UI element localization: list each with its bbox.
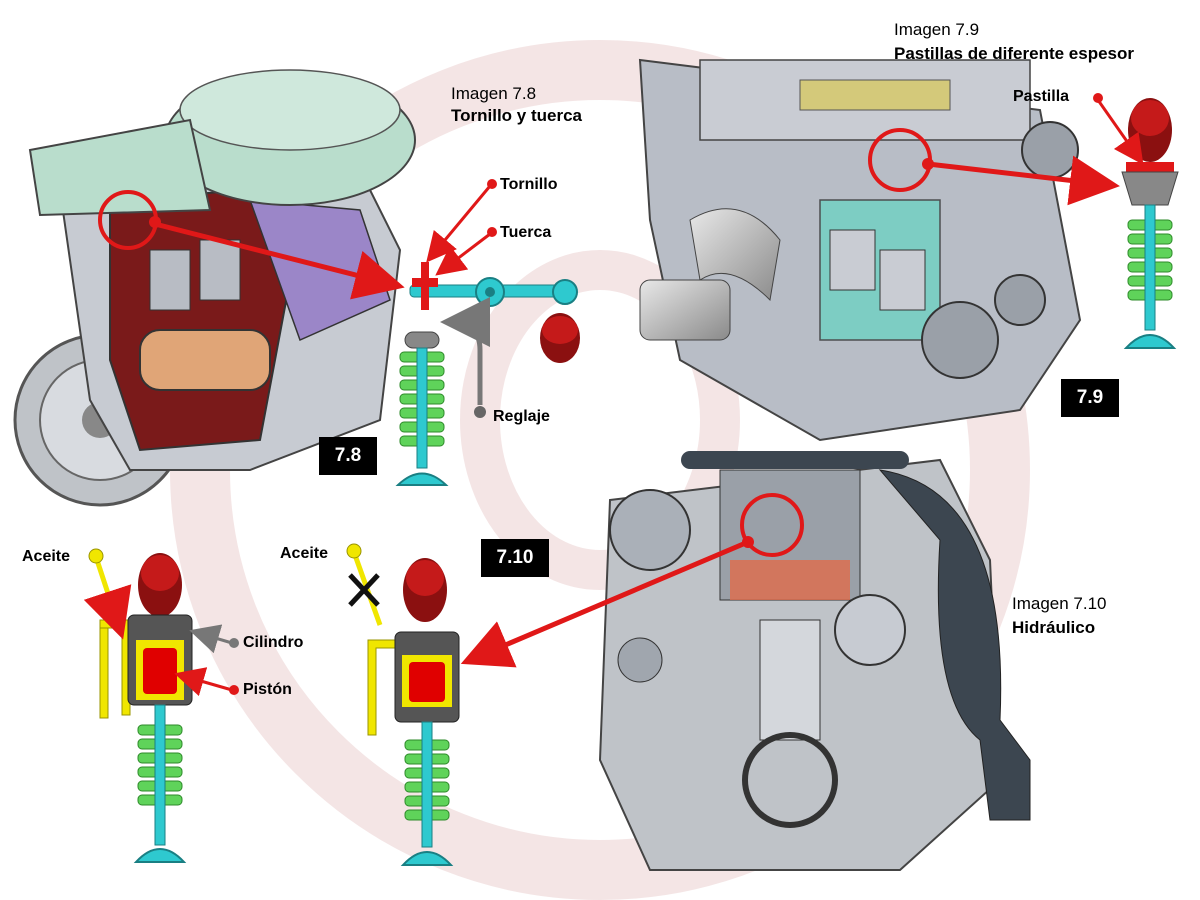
label-reglaje: Reglaje [493,408,550,425]
caption-7-9-title: Imagen 7.9 [894,20,980,39]
valve-diagram-7-8 [395,179,580,486]
badge-7-8: 7.8 [319,437,377,475]
label-tornillo: Tornillo [500,176,558,193]
engine-illustration-7-10 [460,451,1031,871]
label-aceite-right: Aceite [280,545,329,562]
engine-illustration-7-9 [638,58,1120,442]
caption-7-8-title: Imagen 7.8 [451,84,537,103]
hydraulic-tappet-right [346,543,460,866]
badge-7-10: 7.10 [481,539,549,577]
label-cilindro: Cilindro [243,634,304,651]
label-tuerca: Tuerca [500,224,552,241]
caption-7-8-subtitle: Tornillo y tuerca [451,106,582,125]
label-pastilla: Pastilla [1013,88,1070,105]
caption-7-10-title: Imagen 7.10 [1012,594,1107,613]
caption-7-9-subtitle: Pastillas de diferente espesor [894,44,1134,63]
label-piston: Pistón [243,681,292,698]
badge-7-9: 7.9 [1061,379,1119,417]
engine-illustration-7-8 [13,69,416,507]
caption-7-10-subtitle: Hidráulico [1012,618,1096,637]
label-aceite-left: Aceite [22,548,71,565]
valve-diagram-7-9 [1093,93,1179,349]
hydraulic-tappet-left [83,548,239,863]
